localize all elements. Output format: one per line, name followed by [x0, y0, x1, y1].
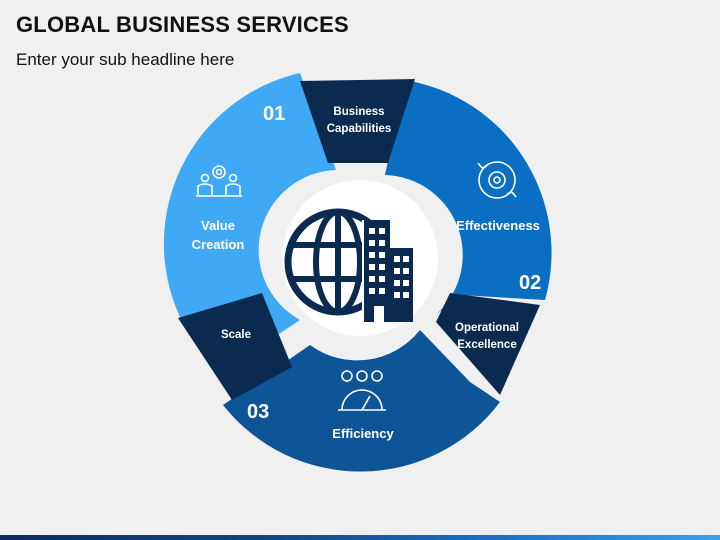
segment-value-creation: [163, 73, 336, 345]
footer-bar: [0, 535, 720, 540]
page-title: GLOBAL BUSINESS SERVICES: [16, 12, 349, 37]
cycle-gear-icon: [477, 161, 517, 199]
segment-label-efficiency: Efficiency: [332, 426, 394, 441]
connector-scale: [178, 293, 292, 400]
connector-label-business: Business: [333, 106, 384, 118]
connector-business-capabilities: [300, 79, 415, 163]
page-subtitle: Enter your sub headline here: [16, 50, 235, 69]
segment-number-03: 03: [247, 401, 269, 423]
globe-building-icon: [284, 208, 413, 322]
connector-label-capabilities: Capabilities: [327, 123, 392, 135]
segment-label-value: Value: [201, 218, 235, 233]
speedometer-gear-icon: [338, 370, 386, 411]
connector-label-operational: Operational: [455, 322, 519, 334]
segment-number-01: 01: [263, 103, 285, 125]
connector-label-excellence: Excellence: [457, 339, 516, 351]
connector-operational-excellence: [436, 293, 540, 395]
segment-efficiency: [223, 330, 500, 472]
segment-effectiveness: [385, 80, 552, 318]
segment-label-creation: Creation: [192, 237, 245, 252]
segment-number-02: 02: [519, 272, 541, 294]
segment-label-effectiveness: Effectiveness: [456, 218, 540, 233]
connector-label-scale: Scale: [221, 329, 251, 341]
team-gear-icon: [196, 165, 242, 197]
